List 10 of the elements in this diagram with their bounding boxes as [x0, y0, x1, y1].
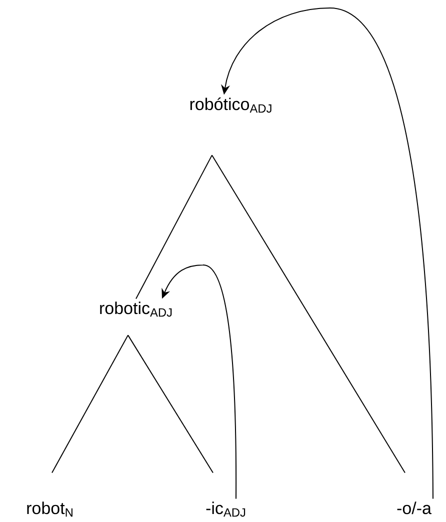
morpheme-label: robot$_{N}$ [27, 502, 72, 517]
tree-branch [128, 334, 214, 474]
tree-branch [52, 334, 128, 474]
morpheme-label: robotic$_{ADJ}$ [100, 302, 172, 317]
morpheme-label: -o/-a [397, 502, 432, 514]
tree-branch [212, 154, 406, 474]
morpheme-label: robótico$_{ADJ}$ [190, 97, 272, 113]
morpheme-label: -ic$_{ADJ}$ [206, 502, 246, 517]
tree-branch [136, 154, 212, 300]
curved-arrow [162, 264, 236, 500]
